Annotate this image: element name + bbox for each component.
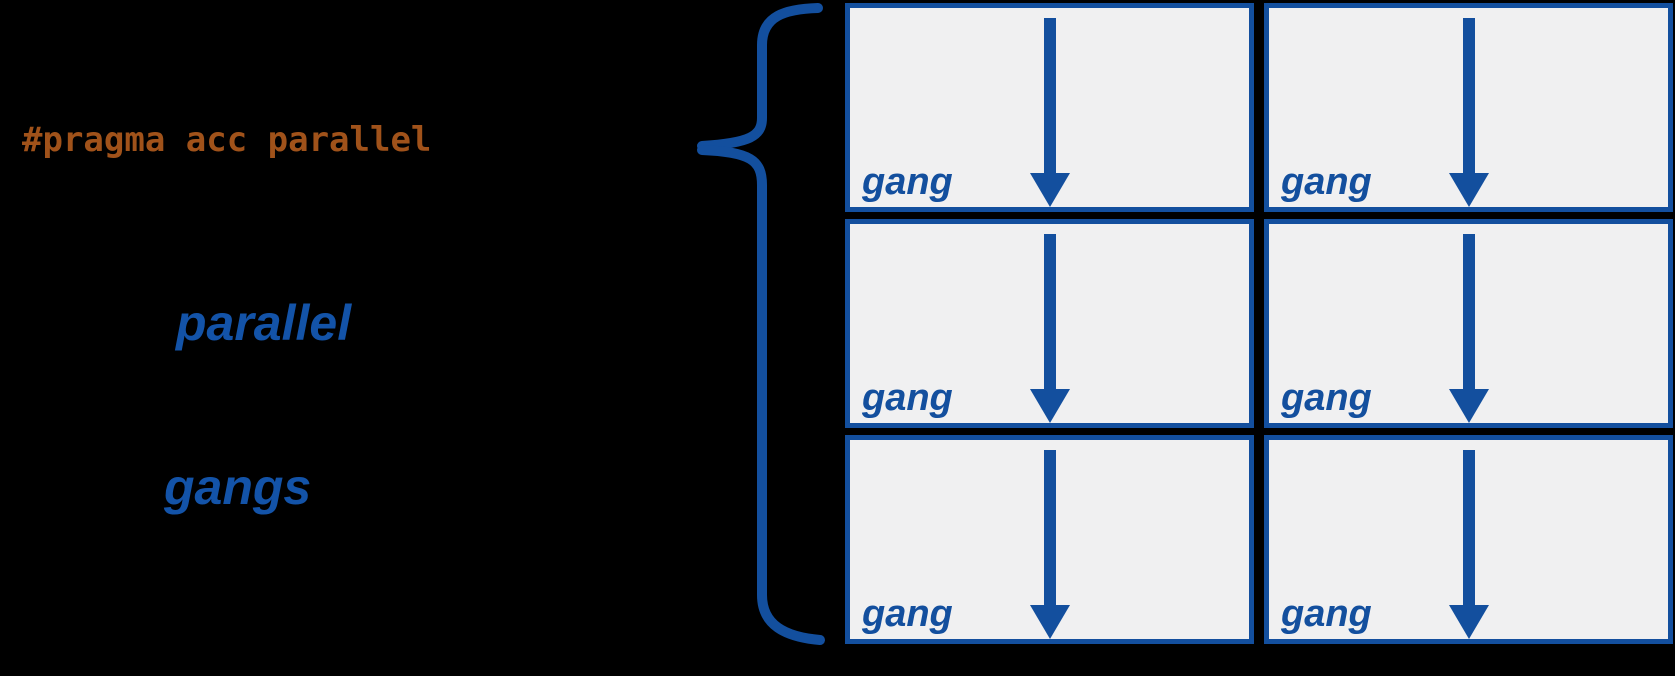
gang-cell: gang <box>1264 435 1673 644</box>
down-arrow-icon <box>1029 234 1070 423</box>
down-arrow-icon <box>1029 18 1070 207</box>
down-arrow-icon <box>1448 234 1489 423</box>
down-arrow-shaft <box>1043 18 1056 177</box>
down-arrow-head <box>1029 389 1070 423</box>
gang-cell: gang <box>845 435 1254 644</box>
pragma-code-label: #pragma acc parallel <box>22 120 432 160</box>
down-arrow-shaft <box>1043 234 1056 393</box>
down-arrow-icon <box>1448 18 1489 207</box>
gang-cell: gang <box>1264 3 1673 212</box>
down-arrow-shaft <box>1462 18 1475 177</box>
gang-cell-label: gang <box>862 593 953 635</box>
down-arrow-head <box>1448 389 1489 423</box>
gangs-label: gangs <box>164 459 312 515</box>
down-arrow-shaft <box>1462 234 1475 393</box>
down-arrow-head <box>1029 173 1070 207</box>
gang-cell: gang <box>1264 219 1673 428</box>
down-arrow-icon <box>1448 450 1489 639</box>
gang-grid: gang gang gang gang <box>845 3 1673 644</box>
curly-brace <box>697 3 825 645</box>
down-arrow-shaft <box>1043 450 1056 609</box>
gang-cell-label: gang <box>862 161 953 203</box>
gang-cell: gang <box>845 3 1254 212</box>
down-arrow-head <box>1448 605 1489 639</box>
down-arrow-head <box>1029 605 1070 639</box>
gang-cell-label: gang <box>1281 161 1372 203</box>
gang-cell: gang <box>845 219 1254 428</box>
gang-cell-label: gang <box>1281 593 1372 635</box>
down-arrow-head <box>1448 173 1489 207</box>
down-arrow-shaft <box>1462 450 1475 609</box>
down-arrow-icon <box>1029 450 1070 639</box>
gang-cell-label: gang <box>862 377 953 419</box>
parallel-label: parallel <box>176 295 352 351</box>
gang-cell-label: gang <box>1281 377 1372 419</box>
